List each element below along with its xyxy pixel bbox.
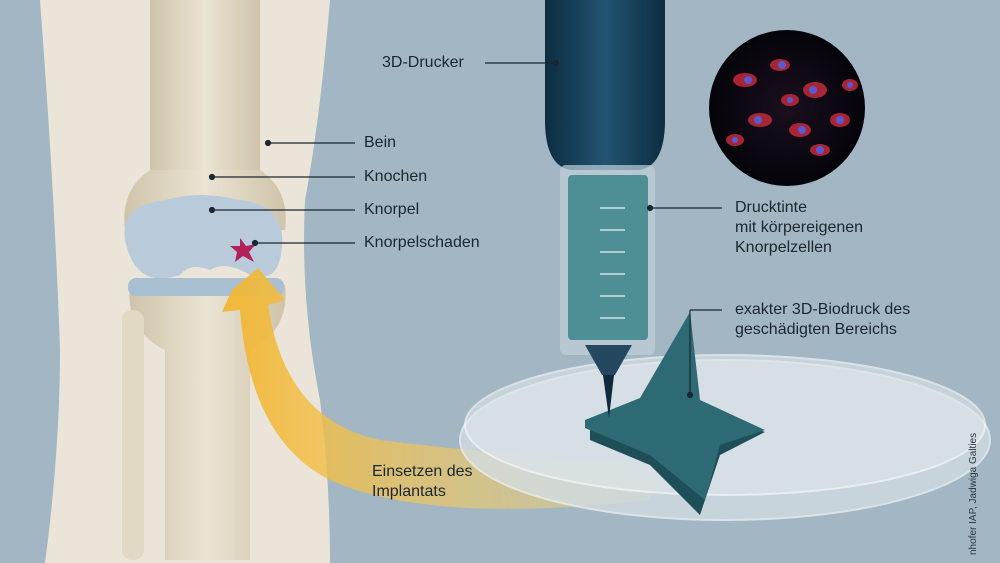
image-credit: nhofer IAP, Jadwiga Galties bbox=[968, 432, 979, 555]
label-leg: Bein bbox=[364, 134, 397, 151]
label-bioink-line: mit körpereigenen bbox=[735, 219, 864, 236]
label-bioprint-line: exakter 3D-Biodruck des bbox=[735, 301, 911, 318]
label-bioprint: exakter 3D-Biodruck des geschädigten Ber… bbox=[735, 300, 910, 340]
label-bioprint-line: geschädigten Bereichs bbox=[735, 321, 897, 338]
label-3d-printer: 3D-Drucker bbox=[382, 54, 464, 71]
label-bone: Knochen bbox=[364, 168, 428, 185]
label-bioink-line: Drucktinte bbox=[735, 199, 808, 216]
leader-lines bbox=[208, 59, 722, 399]
knee-bones bbox=[122, 0, 286, 560]
label-bioink: Drucktinte mit körpereigenen Knorpelzell… bbox=[735, 198, 863, 258]
label-implant: Einsetzen des Implantats bbox=[372, 462, 473, 502]
damage-star bbox=[230, 238, 256, 262]
label-cartilage-damage: Knorpelschaden bbox=[364, 234, 480, 251]
printed-implant bbox=[585, 312, 765, 515]
label-bioink-line: Knorpelzellen bbox=[735, 239, 832, 256]
implant-arrow bbox=[222, 268, 660, 509]
label-cartilage: Knorpel bbox=[364, 201, 420, 218]
label-implant-line: Implantats bbox=[372, 483, 446, 500]
cartilage bbox=[124, 195, 283, 279]
cell-microscopy-image bbox=[709, 30, 865, 186]
label-implant-line: Einsetzen des bbox=[372, 463, 473, 480]
3d-printer bbox=[545, 0, 665, 418]
